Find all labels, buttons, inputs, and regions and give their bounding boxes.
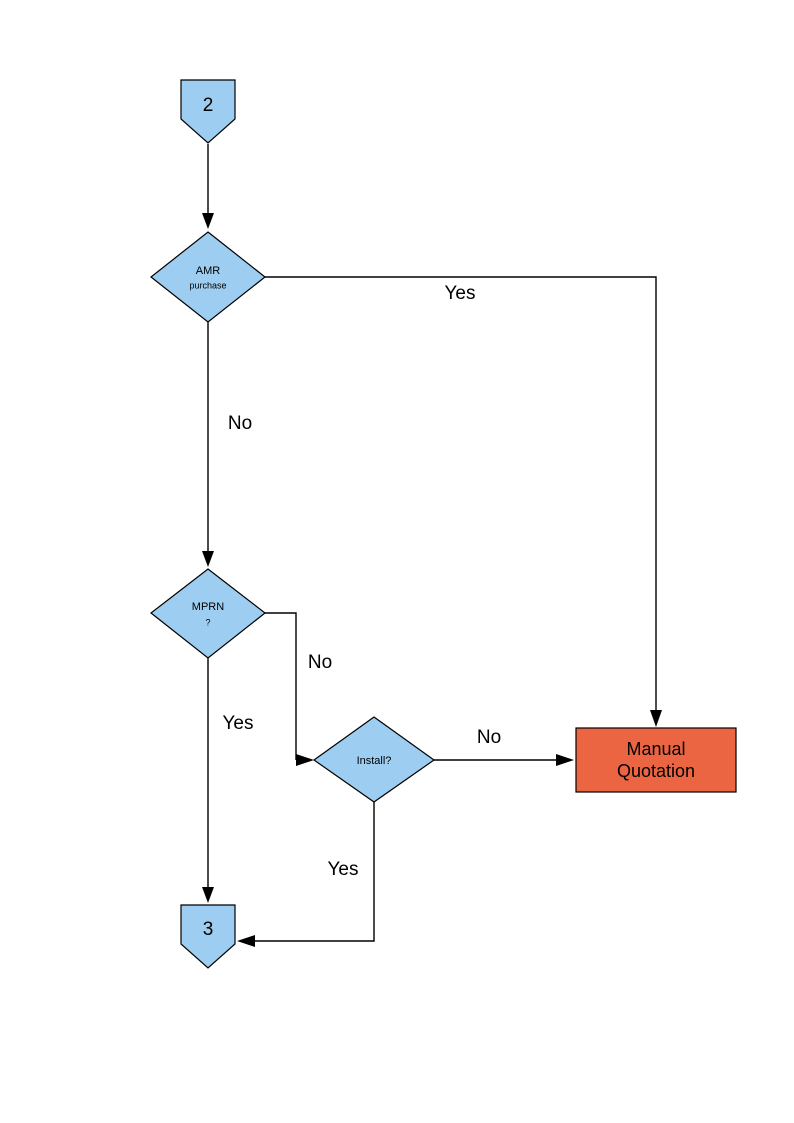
pentagon-connector-shape [180,904,236,969]
arrow-head-icon [202,551,214,567]
decision-mprn-label-line2: ? [205,617,210,627]
edge-path [265,612,297,760]
pentagon-connector-shape [180,79,236,144]
node-connector-in[interactable]: 2 [180,79,236,144]
arrow-head-icon [296,754,314,766]
process-rect-shape [575,727,737,793]
node-decision-install[interactable]: Install? [312,716,436,803]
node-decision-amr[interactable]: AMR purchase [150,231,266,323]
arrow-head-icon [202,213,214,229]
node-connector-out[interactable]: 3 [180,904,236,969]
edge-mprn-yes-to-connector3 [202,658,214,903]
edge-mprn-no-to-install [265,612,314,766]
edge-label-mprn-no: No [308,652,332,673]
process-manual-quotation-label-line1: Manual [626,739,685,759]
edge-label-mprn-yes: Yes [223,713,254,734]
edge-install-yes-to-connector3 [237,802,375,947]
arrow-head-icon [556,754,574,766]
edge-connector2-to-amr [202,144,214,229]
diamond-shape [312,716,436,803]
edge-path [254,802,375,942]
connector-in-label: 2 [203,95,214,116]
decision-amr-label-line1: AMR [196,265,221,277]
edge-label-install-no: No [477,727,501,748]
edge-label-amr-no: No [228,413,252,434]
decision-mprn-label-line1: MPRN [192,601,224,613]
arrow-head-icon [650,710,662,727]
edge-path [265,276,657,712]
diamond-shape [150,231,266,323]
edge-install-no-to-manual-quotation [434,754,574,766]
node-process-manual-quotation[interactable]: Manual Quotation [575,727,737,793]
decision-install-label: Install? [357,755,392,767]
decision-amr-label-line2: purchase [189,280,226,290]
node-decision-mprn[interactable]: MPRN ? [150,568,266,659]
arrow-head-icon [202,887,214,903]
connector-out-label: 3 [203,919,214,940]
process-manual-quotation-label-line2: Quotation [617,761,695,781]
edge-label-install-yes: Yes [328,859,359,880]
edge-label-amr-yes: Yes [445,283,476,304]
arrow-head-icon [237,935,255,947]
diamond-shape [150,568,266,659]
edge-amr-yes-to-manual-quotation [265,276,662,727]
edge-amr-no-to-mprn [202,322,214,567]
